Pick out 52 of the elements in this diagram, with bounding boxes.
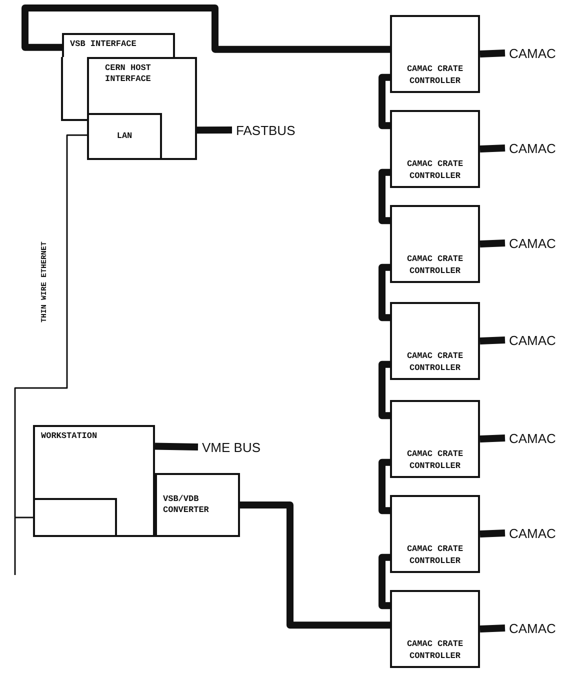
module-box (390, 205, 480, 283)
module-box (390, 15, 480, 93)
module-box (390, 590, 480, 668)
module-box (87, 57, 197, 160)
bus-label: CAMAC (509, 140, 556, 156)
bus-cable (480, 336, 506, 344)
module-label: CAMAC CRATE CONTROLLER (406, 254, 464, 277)
bus-cable (480, 624, 506, 632)
bus-label: CAMAC (509, 526, 556, 540)
bus-cable (22, 4, 390, 53)
bus-cable (480, 50, 506, 58)
bus-label: CAMAC (509, 46, 556, 60)
bus-cable (378, 360, 390, 420)
bus-cable (480, 530, 506, 538)
module-box (155, 473, 240, 537)
module-box (33, 425, 155, 537)
bus-cable (378, 168, 390, 224)
bus-label: CAMAC (509, 236, 556, 250)
bus-cable (154, 442, 198, 450)
bus-cable (240, 502, 390, 629)
bus-cable (480, 144, 506, 152)
module-label: CAMAC CRATE CONTROLLER (406, 639, 464, 662)
module-label: VSB/VDB CONVERTER (163, 494, 210, 516)
module-label: VSB INTERFACE (70, 39, 136, 50)
bus-label: CAMAC (509, 620, 556, 636)
bus-label: VME BUS (202, 440, 261, 454)
module-label: CAMAC CRATE CONTROLLER (406, 351, 464, 374)
module-label: CERN HOST INTERFACE (104, 63, 152, 86)
bus-label: FASTBUS (236, 122, 296, 138)
module-box (390, 400, 480, 478)
module-box (390, 302, 480, 380)
bus-cable (480, 434, 506, 442)
module-label: CAMAC CRATE CONTROLLER (406, 449, 464, 472)
module-box (33, 498, 117, 537)
module-label: CAMAC CRATE CONTROLLER (406, 544, 464, 567)
module-box (390, 110, 480, 188)
module-label: CAMAC CRATE CONTROLLER (406, 64, 464, 87)
bus-label: CAMAC (509, 430, 556, 446)
module-box (62, 33, 175, 57)
bus-cable (480, 240, 506, 248)
module-box (390, 495, 480, 573)
bus-cable (378, 74, 390, 130)
bus-cable (378, 264, 390, 322)
module-label: CAMAC CRATE CONTROLLER (406, 159, 464, 182)
module-label: LAN (116, 130, 132, 142)
bus-cable (196, 126, 232, 134)
bus-cable (378, 554, 390, 610)
bus-label: CAMAC (509, 332, 556, 348)
module-label: WORKSTATION (41, 431, 98, 442)
module-box (87, 113, 162, 160)
cable-line (14, 134, 87, 518)
bus-cable (378, 458, 390, 514)
